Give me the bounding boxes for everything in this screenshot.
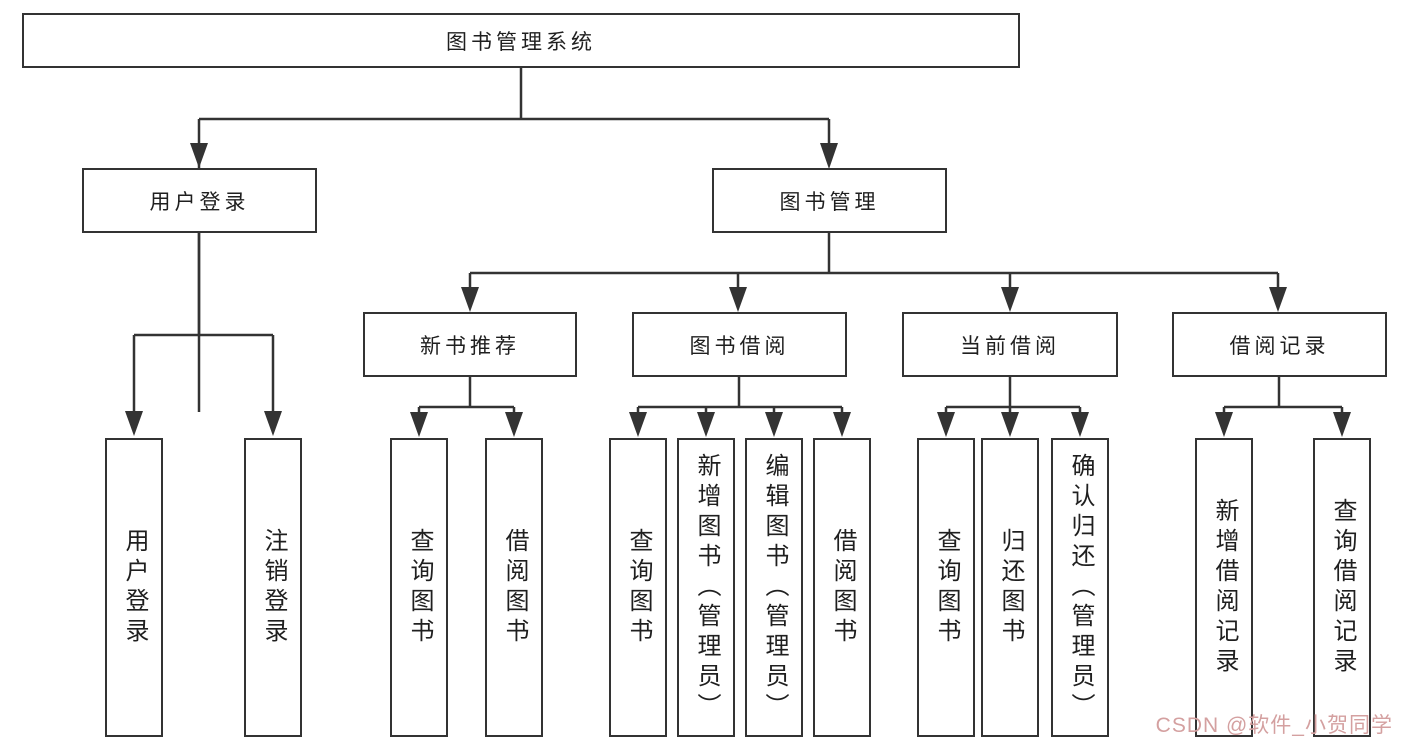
node-query-book-3: 查询图书 — [917, 438, 975, 737]
node-user-login: 用户登录 — [82, 168, 317, 233]
node-add-borrow-record: 新增借阅记录 — [1195, 438, 1253, 737]
node-new-book-recommend: 新书推荐 — [363, 312, 577, 377]
node-return-book: 归还图书 — [981, 438, 1039, 737]
node-user-login-leaf: 用户登录 — [105, 438, 163, 737]
node-library-system: 图书管理系统 — [22, 13, 1020, 68]
node-current-borrow: 当前借阅 — [902, 312, 1118, 377]
node-query-book-2: 查询图书 — [609, 438, 667, 737]
node-borrow-book-2: 借阅图书 — [813, 438, 871, 737]
node-logout: 注销登录 — [244, 438, 302, 737]
watermark: CSDN @软件_小贺同学 — [1155, 714, 1393, 737]
node-add-book-admin: 新增图书（管理员） — [677, 438, 735, 737]
node-borrow-record: 借阅记录 — [1172, 312, 1387, 377]
node-book-borrow: 图书借阅 — [632, 312, 847, 377]
arrowheads — [125, 143, 1351, 437]
node-query-borrow-record: 查询借阅记录 — [1313, 438, 1371, 737]
node-query-book-1: 查询图书 — [390, 438, 448, 737]
node-confirm-return-admin: 确认归还（管理员） — [1051, 438, 1109, 737]
node-borrow-book-1: 借阅图书 — [485, 438, 543, 737]
node-book-management: 图书管理 — [712, 168, 947, 233]
node-edit-book-admin: 编辑图书（管理员） — [745, 438, 803, 737]
